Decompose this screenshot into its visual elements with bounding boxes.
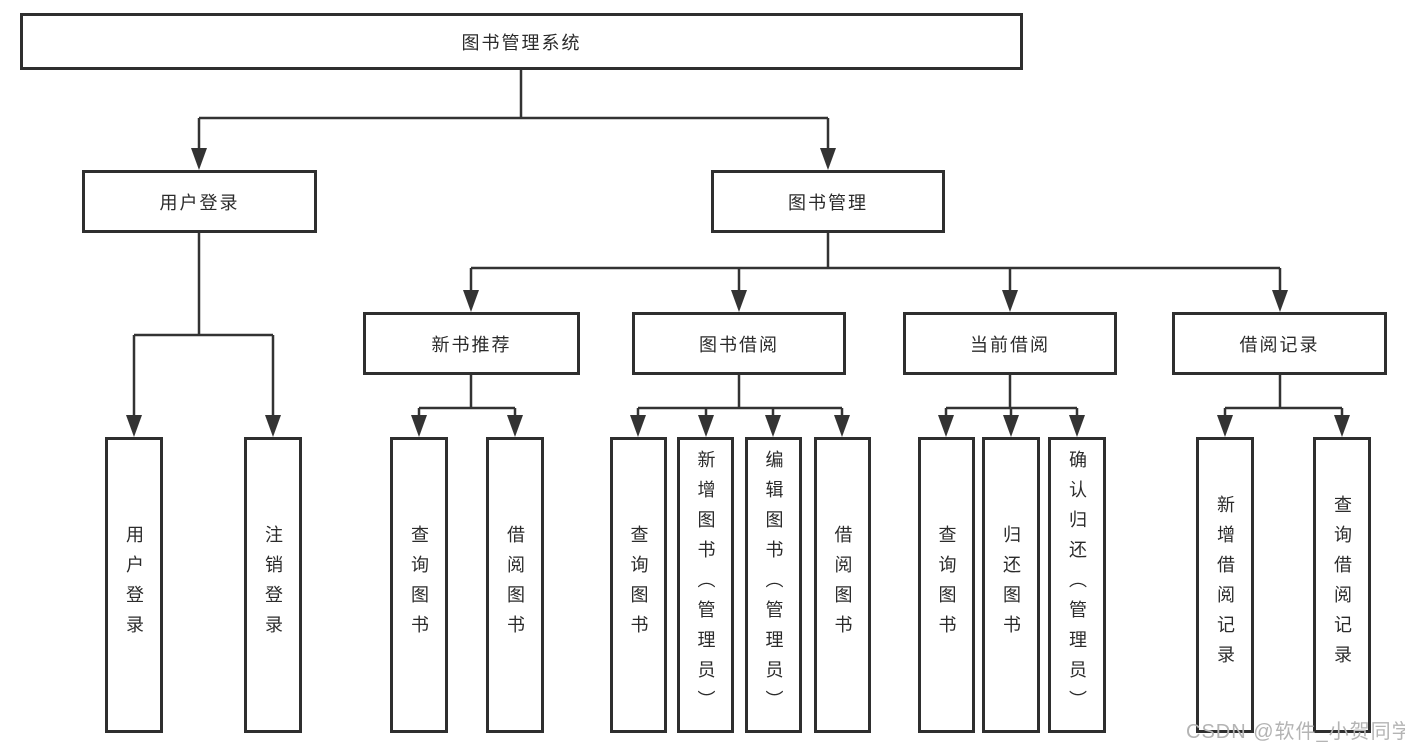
arrow-down-icon xyxy=(938,415,954,437)
connector-new-book-recommend-to-leaves xyxy=(417,375,517,417)
connector-borrowing-records-to-leaves xyxy=(1223,375,1344,417)
leaf-borrow-books-label: 借阅图书 xyxy=(832,525,853,645)
arrow-down-icon xyxy=(463,290,479,312)
arrow-down-icon xyxy=(1003,415,1019,437)
leaf-confirm-return-admin-label: 确认归还（管理员） xyxy=(1067,450,1087,720)
leaf-edit-books-admin-label: 编辑图书（管理员） xyxy=(763,450,784,720)
node-borrowing-records: 借阅记录 xyxy=(1172,312,1387,375)
leaf-logout: 注销登录 xyxy=(244,437,302,733)
leaf-logout-label: 注销登录 xyxy=(263,525,283,645)
connector-current-borrowing-to-leaves xyxy=(944,375,1079,417)
arrow-down-icon xyxy=(411,415,427,437)
arrow-down-icon xyxy=(1002,290,1018,312)
connector-root-to-branches xyxy=(197,70,830,150)
leaf-recommend-borrow-books: 借阅图书 xyxy=(486,437,544,733)
leaf-query-borrow-record-label: 查询借阅记录 xyxy=(1332,495,1352,675)
leaf-user-login-label: 用户登录 xyxy=(124,525,144,645)
node-new-book-recommend: 新书推荐 xyxy=(363,312,580,375)
arrow-down-icon xyxy=(820,148,836,170)
node-current-borrowing-label: 当前借阅 xyxy=(970,334,1050,355)
connector-book-borrowing-to-leaves xyxy=(636,375,844,417)
node-book-borrowing-label: 图书借阅 xyxy=(699,334,779,355)
leaf-current-query-books: 查询图书 xyxy=(918,437,975,733)
leaf-return-books-label: 归还图书 xyxy=(1001,525,1021,645)
arrow-down-icon xyxy=(507,415,523,437)
leaf-recommend-query-books-label: 查询图书 xyxy=(409,525,429,645)
arrow-down-icon xyxy=(191,148,207,170)
arrow-down-icon xyxy=(765,415,781,437)
node-root: 图书管理系统 xyxy=(20,13,1023,70)
csdn-watermark: CSDN @软件_小贺同学 xyxy=(1186,721,1405,743)
arrow-down-icon xyxy=(1272,290,1288,312)
arrow-down-icon xyxy=(265,415,281,437)
leaf-borrow-books: 借阅图书 xyxy=(814,437,871,733)
node-user-login-branch: 用户登录 xyxy=(82,170,317,233)
leaf-return-books: 归还图书 xyxy=(982,437,1040,733)
arrow-down-icon xyxy=(1069,415,1085,437)
connector-book-management-to-modules xyxy=(469,233,1282,292)
leaf-user-login: 用户登录 xyxy=(105,437,163,733)
connector-user-login-to-leaves xyxy=(132,233,275,417)
leaf-add-books-admin: 新增图书（管理员） xyxy=(677,437,734,733)
node-new-book-recommend-label: 新书推荐 xyxy=(431,334,512,355)
node-book-management-branch: 图书管理 xyxy=(711,170,945,233)
leaf-current-query-books-label: 查询图书 xyxy=(936,525,957,645)
arrow-down-icon xyxy=(698,415,714,437)
arrow-down-icon xyxy=(834,415,850,437)
node-current-borrowing: 当前借阅 xyxy=(903,312,1117,375)
leaf-add-books-admin-label: 新增图书（管理员） xyxy=(695,450,716,720)
node-book-borrowing: 图书借阅 xyxy=(632,312,846,375)
leaf-recommend-borrow-books-label: 借阅图书 xyxy=(505,525,525,645)
arrow-down-icon xyxy=(126,415,142,437)
node-borrowing-records-label: 借阅记录 xyxy=(1239,334,1320,355)
arrow-down-icon xyxy=(1217,415,1233,437)
leaf-confirm-return-admin: 确认归还（管理员） xyxy=(1048,437,1106,733)
leaf-borrowing-query-books-label: 查询图书 xyxy=(628,525,649,645)
arrow-down-icon xyxy=(630,415,646,437)
node-user-login-branch-label: 用户登录 xyxy=(159,192,240,213)
node-book-management-branch-label: 图书管理 xyxy=(788,192,868,213)
arrow-down-icon xyxy=(731,290,747,312)
leaf-borrowing-query-books: 查询图书 xyxy=(610,437,667,733)
leaf-add-borrow-record-label: 新增借阅记录 xyxy=(1215,495,1235,675)
leaf-add-borrow-record: 新增借阅记录 xyxy=(1196,437,1254,733)
leaf-recommend-query-books: 查询图书 xyxy=(390,437,448,733)
leaf-query-borrow-record: 查询借阅记录 xyxy=(1313,437,1371,733)
node-root-label: 图书管理系统 xyxy=(461,32,582,53)
arrow-down-icon xyxy=(1334,415,1350,437)
leaf-edit-books-admin: 编辑图书（管理员） xyxy=(745,437,802,733)
